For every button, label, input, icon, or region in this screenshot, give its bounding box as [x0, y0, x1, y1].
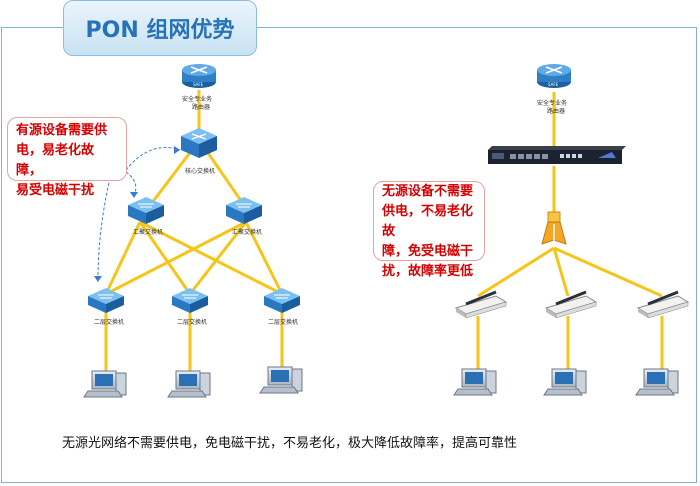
left-note-line-2: 电，易老化故障， [16, 143, 95, 178]
onu-icon-2 [544, 290, 598, 319]
left-note-line-1: 有源设备需要供 [16, 123, 108, 138]
core-switch-icon [181, 128, 217, 158]
content-frame [1, 27, 697, 483]
arrow-heads [94, 146, 180, 282]
access-switch-label-2: 二层交换机 [177, 318, 207, 326]
left-router-label-2: 路由器 [192, 103, 210, 111]
olt-device-icon [488, 146, 626, 164]
onu-icon-1 [454, 290, 508, 319]
left-links [104, 90, 284, 372]
pc-icon-right-1 [453, 368, 497, 396]
right-note-line-1: 无源设备不需要 [382, 184, 474, 199]
left-router-label-1: 安全专业务 [182, 95, 212, 103]
left-note: 有源设备需要供 电，易老化故障， 易受电磁干扰 [7, 117, 127, 198]
onu-icon-3 [636, 290, 690, 319]
router-badge: SAFE [193, 82, 204, 87]
core-switch-label: 核心交换机 [185, 167, 215, 175]
pc-icon-left-1 [83, 370, 127, 398]
access-switch-label-3: 二层交换机 [268, 318, 298, 326]
agg-switch-icon-2 [226, 197, 262, 224]
pc-icon-left-3 [259, 366, 303, 394]
left-note-line-3: 易受电磁干扰 [16, 183, 95, 198]
left-router-icon: SAFE [182, 64, 216, 88]
right-note-line-2: 供电，不易老化故 [382, 204, 474, 239]
pc-icon-right-3 [635, 368, 679, 396]
title-tab: PON 组网优势 [63, 0, 257, 56]
right-note: 无源设备不需要 供电，不易老化故 障，免受电磁干 扰，故障率更低 [373, 181, 485, 279]
right-router-icon: SAFE [537, 64, 571, 88]
pc-icon-right-2 [543, 368, 587, 396]
right-note-line-3: 障，免受电磁干 [382, 244, 474, 259]
pc-icon-left-2 [167, 370, 211, 398]
footer-text: 无源光网络不需要供电，免电磁干扰，不易老化，极大降低故障率，提高可靠性 [62, 436, 518, 451]
access-switch-label-1: 二层交换机 [94, 318, 124, 326]
right-note-line-4: 扰，故障率更低 [382, 264, 474, 279]
splitter-icon [541, 211, 567, 245]
right-router-label-2: 路由器 [547, 107, 565, 115]
right-links [476, 92, 664, 370]
access-switch-icon-3 [264, 288, 300, 313]
agg-switch-label-1: 汇聚交换机 [133, 228, 163, 236]
agg-switch-label-2: 汇聚交换机 [232, 228, 262, 236]
page-title: PON 组网优势 [85, 18, 235, 43]
router-badge-right: SAFE [548, 82, 559, 87]
agg-switch-icon-1 [128, 197, 164, 224]
access-switch-icon-2 [172, 288, 208, 313]
access-switch-icon-1 [88, 288, 124, 313]
right-router-label-1: 安全专业务 [537, 99, 567, 107]
